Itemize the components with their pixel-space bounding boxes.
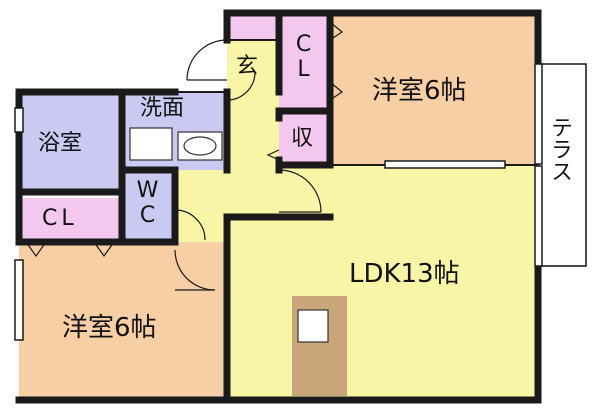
terrace-area [537, 63, 587, 267]
bedroom-north-label: 洋室6帖 [372, 76, 467, 106]
walls [15, 9, 542, 404]
kitchen-sink [297, 309, 329, 343]
bath-area [19, 92, 122, 192]
fixtures [129, 127, 223, 161]
terrace-label: テラス [547, 116, 572, 182]
door-swings [174, 39, 322, 291]
wc-label: WC [135, 178, 160, 228]
closet-door-marks [25, 21, 344, 258]
storage-area [279, 111, 330, 165]
closet-south-label: CL [42, 206, 78, 231]
ldk-area [227, 165, 538, 400]
closet-north-label: CL [291, 32, 316, 82]
entrance-step-area [227, 13, 279, 40]
ldk-label: LDK13帖 [349, 259, 460, 289]
wc-area [122, 170, 174, 242]
bath-label: 浴室 [38, 131, 83, 156]
bedroom-south-label: 洋室6帖 [62, 313, 157, 343]
storage-label: 収 [291, 126, 314, 151]
windows [14, 63, 543, 341]
washroom-label: 洗面 [140, 96, 185, 121]
bedroom-north-area [330, 13, 538, 165]
closet-south-area [19, 198, 122, 242]
entrance-label: 玄 [236, 54, 259, 79]
closet-north-area [279, 13, 330, 111]
bedroom-south-area [19, 242, 227, 400]
